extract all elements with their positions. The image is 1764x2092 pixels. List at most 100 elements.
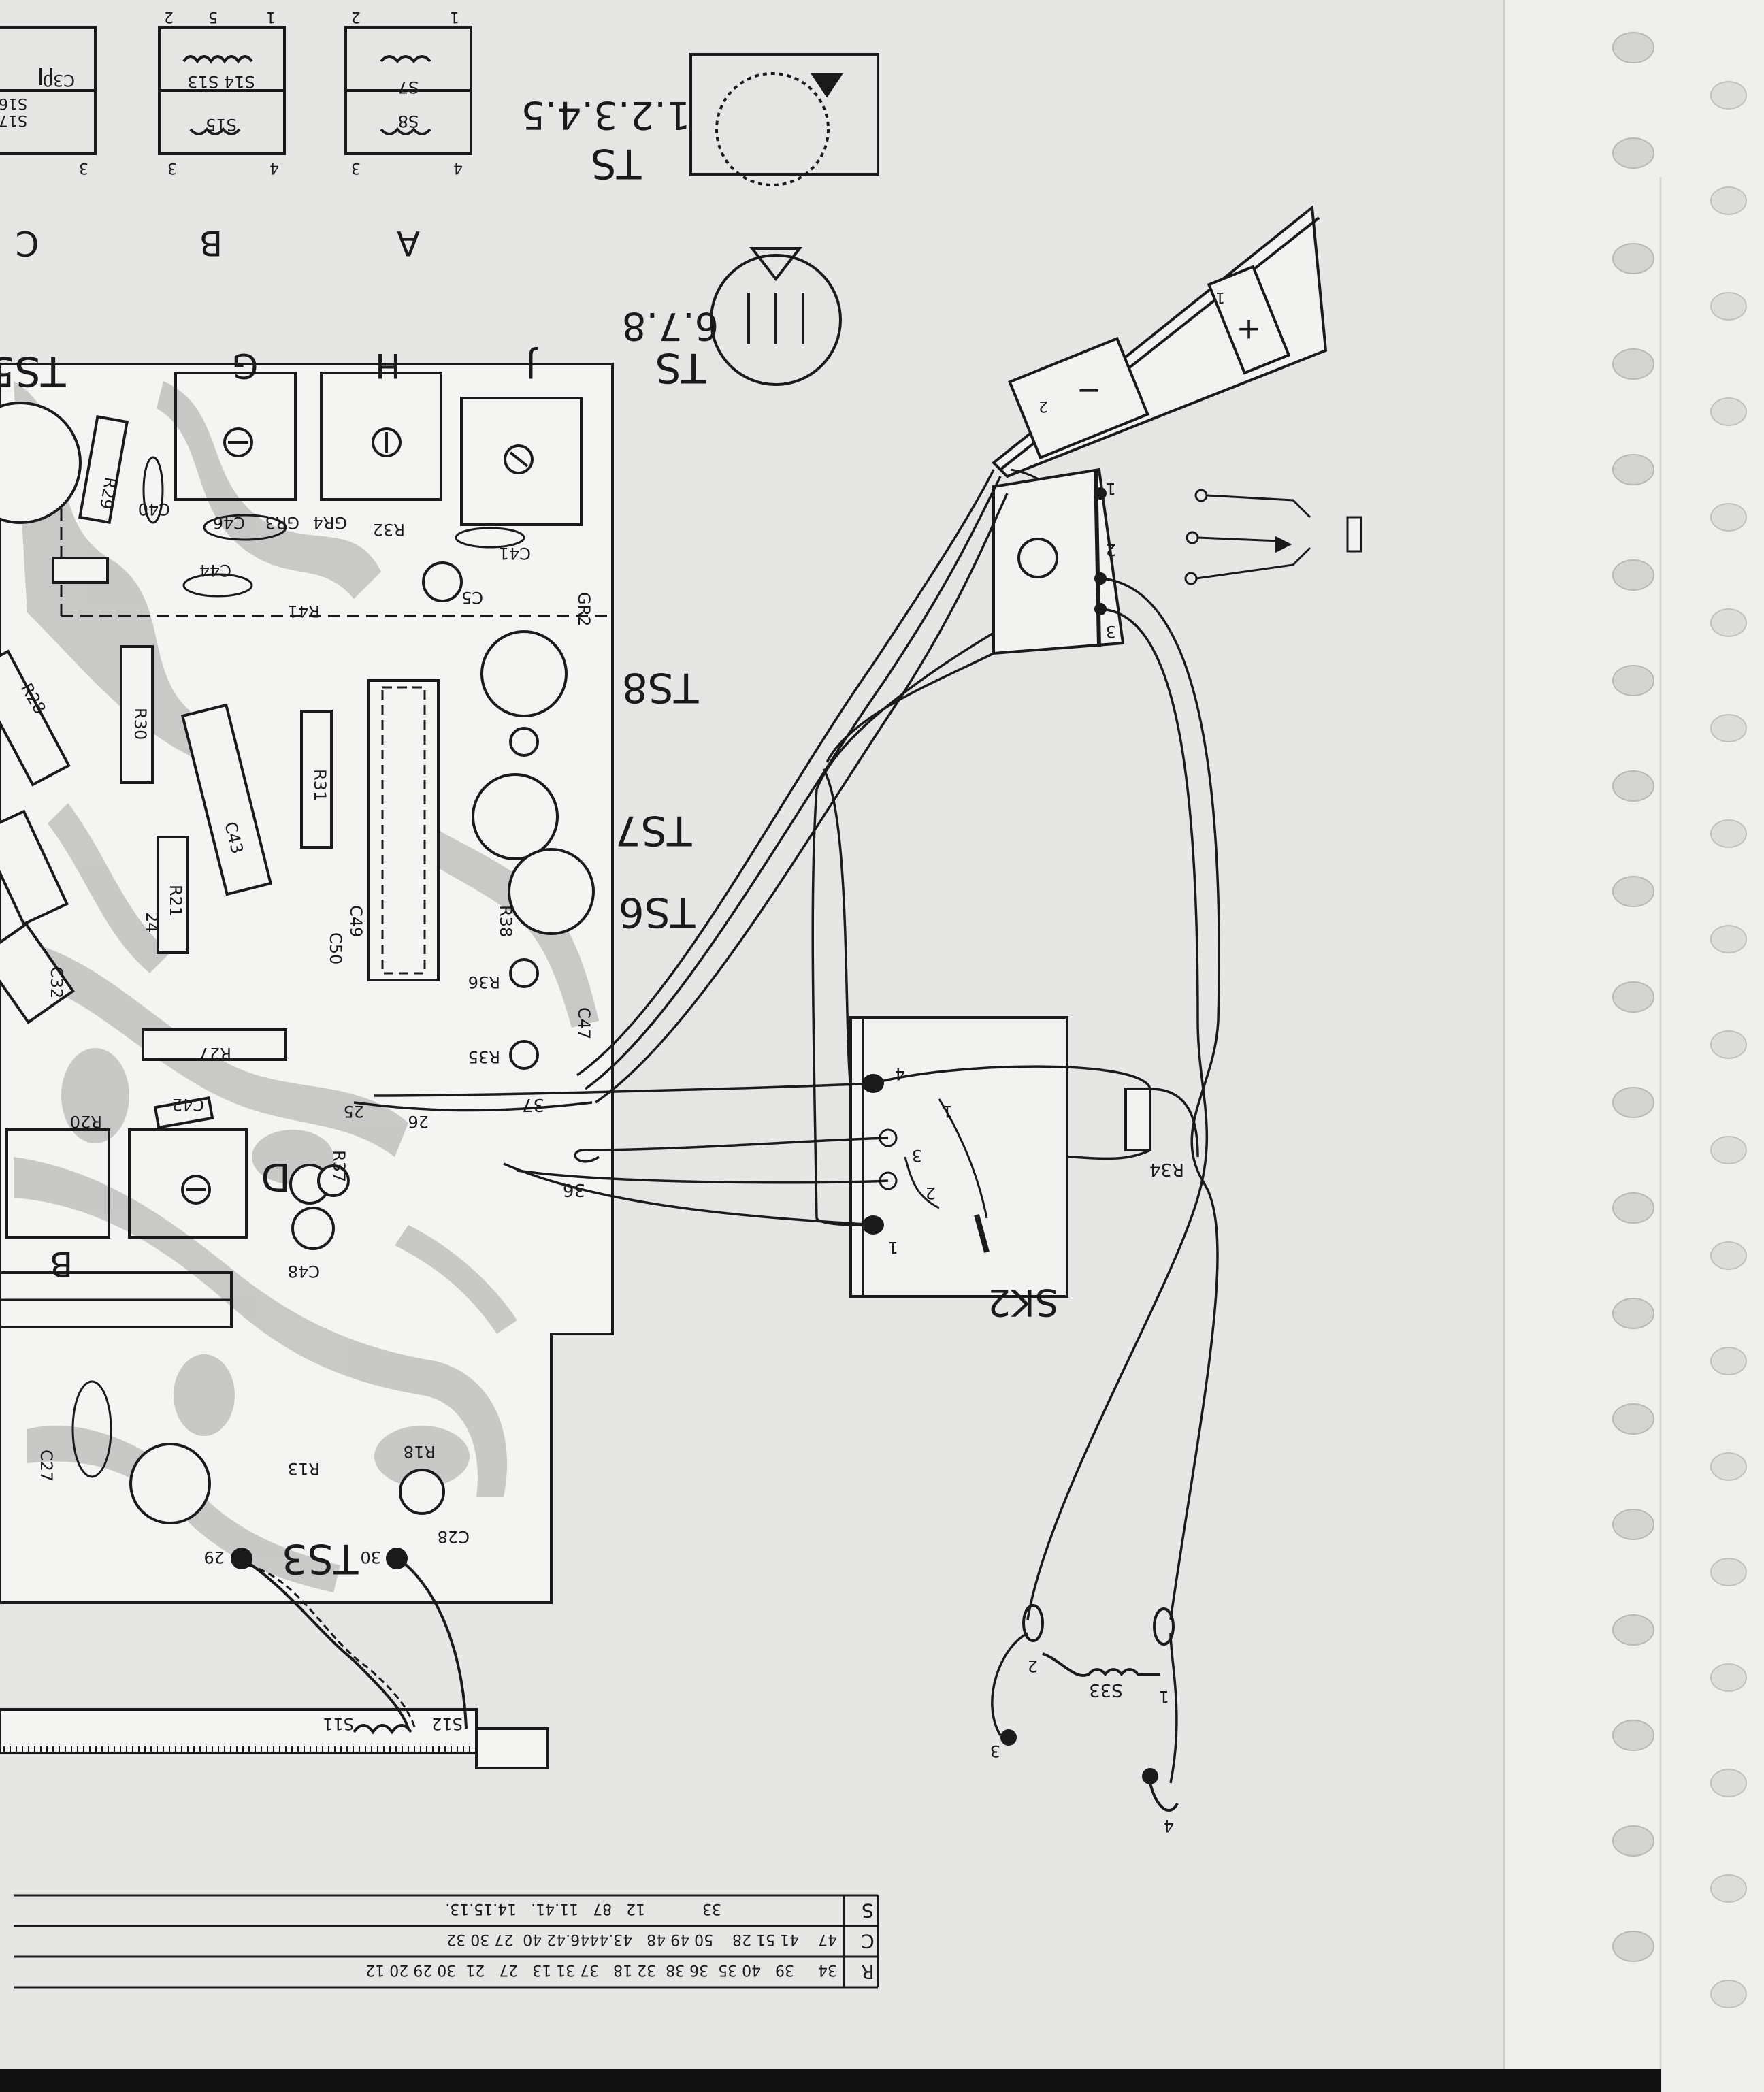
- resistor-r35: [509, 1040, 539, 1070]
- binding-hole: [1612, 1192, 1654, 1224]
- label-c27: C27: [37, 1450, 56, 1482]
- capacitor-c43: [180, 703, 273, 896]
- label-c28: C28: [438, 1527, 470, 1546]
- r34-label: R34: [1149, 1159, 1184, 1179]
- label-gr3: GR3: [265, 513, 299, 532]
- s33-pin-3: 3: [990, 1742, 1000, 1761]
- labels-layer: A B C 2 1 S7 S8 4 3 2 5 1 S14 S13 S15 4 …: [0, 8, 1261, 1983]
- transistor-ts5: [0, 402, 82, 524]
- binding-hole: [1710, 81, 1747, 110]
- label-r38: R38: [496, 905, 515, 937]
- coil-box-a: [344, 26, 472, 155]
- label-r35: R35: [468, 1047, 500, 1066]
- battery-minus: −: [1077, 374, 1102, 408]
- label-n30: 30: [360, 1548, 381, 1567]
- sk2-pin-1-bottom: 1: [888, 1238, 898, 1257]
- ts-pinout-678: [710, 247, 842, 386]
- label-r32: R32: [373, 520, 405, 539]
- ts6-label: TS6: [619, 888, 696, 936]
- capacitor-c5: [422, 561, 463, 602]
- label-r37: R37: [329, 1150, 348, 1182]
- label-r21: R21: [166, 885, 185, 917]
- binding-hole: [1710, 186, 1747, 215]
- switch-sk2: [849, 1016, 1152, 1298]
- label-c49: C49: [346, 905, 365, 937]
- binding-hole: [1710, 292, 1747, 321]
- resistor-r40: [509, 727, 539, 757]
- coil-can-b: [5, 1128, 110, 1239]
- label-c40: C40: [138, 500, 170, 519]
- coil-b-pin-1: 1: [266, 8, 276, 25]
- coil-a-pin-3: 3: [351, 159, 361, 176]
- binding-hole: [1612, 1087, 1654, 1118]
- binding-hole: [1612, 1720, 1654, 1751]
- label-r31: R31: [310, 769, 329, 801]
- terminal-strip: [992, 468, 1125, 655]
- coil-box-b: [158, 26, 286, 155]
- resistor-r34: [1124, 1088, 1152, 1151]
- binding-hole: [1710, 819, 1747, 848]
- ts7-label: TS7: [615, 806, 693, 854]
- capacitor-c32: [0, 922, 75, 1024]
- if-transformer-1: [174, 372, 297, 501]
- table-row-s: 33 12 87 11.41. 14.15.13.: [445, 1900, 721, 1917]
- sk2-pin-2: 2: [926, 1183, 936, 1203]
- col-letter-b: B: [50, 1244, 73, 1284]
- ferrite-s12: S12: [431, 1714, 463, 1733]
- terminal-label-3: 3: [1106, 622, 1116, 641]
- binding-holes: [1612, 32, 1747, 2008]
- binding-hole: [1612, 454, 1654, 485]
- label-n36: 36: [563, 1179, 585, 1200]
- binding-hole: [1710, 1241, 1747, 1270]
- label-c47: C47: [574, 1007, 593, 1039]
- binding-hole: [1710, 397, 1747, 426]
- binding-hole: [1612, 770, 1654, 802]
- coil-b-s14-s13: S14 S13: [187, 72, 255, 91]
- ts3-label: TS3: [282, 1535, 359, 1582]
- resistor-r28: [0, 649, 71, 787]
- resistor-r29: [78, 415, 129, 524]
- pad-row: [0, 1271, 233, 1328]
- s33-pin-1: 1: [1159, 1687, 1169, 1706]
- label-c50: C50: [326, 932, 345, 964]
- binding-hole: [1612, 559, 1654, 591]
- resistor-r36: [509, 958, 539, 988]
- resistor-r31: [300, 710, 333, 849]
- coil-box-c: [0, 26, 97, 155]
- label-c44: C44: [199, 561, 231, 580]
- binding-hole: [1612, 1509, 1654, 1540]
- label-r27: R27: [199, 1044, 231, 1063]
- label-c42: C42: [172, 1095, 204, 1114]
- reference-table: [14, 1894, 879, 1989]
- coil-b-pin-2: 2: [164, 8, 174, 25]
- label-c48: C48: [288, 1262, 320, 1281]
- if-transformer-3: [460, 397, 583, 526]
- sk2-pin-1-top: 1: [943, 1102, 953, 1121]
- label-c41: C41: [499, 544, 531, 563]
- label-r13: R13: [288, 1459, 320, 1478]
- earphone-jack: [1184, 489, 1362, 585]
- binding-hole: [1710, 1452, 1747, 1481]
- transistor-ts6: [508, 848, 595, 935]
- coil-a-s7: S7: [398, 78, 419, 97]
- binding-hole: [1710, 1347, 1747, 1375]
- binding-hole: [1612, 32, 1654, 63]
- pad-30: [386, 1548, 408, 1569]
- binding-hole: [1710, 1874, 1747, 1903]
- transistor-ts8: [480, 630, 568, 717]
- ts-678-pins: 6.7.8: [622, 304, 719, 348]
- terminal-label-2: 2: [1106, 540, 1116, 559]
- coil-c-s17: S17: [0, 112, 27, 129]
- binding-hole: [1612, 348, 1654, 380]
- label-r18: R18: [404, 1442, 436, 1461]
- binding-hole: [1710, 1558, 1747, 1586]
- binding-hole: [1710, 1663, 1747, 1692]
- resistor-r21: [157, 836, 189, 954]
- transistor-ts3: [129, 1443, 211, 1524]
- coil-a-pin-4: 4: [453, 159, 463, 176]
- coil-c-pin-3: 3: [79, 159, 88, 176]
- label-gr2: GR2: [574, 592, 593, 627]
- capacitor-c28: [399, 1469, 445, 1515]
